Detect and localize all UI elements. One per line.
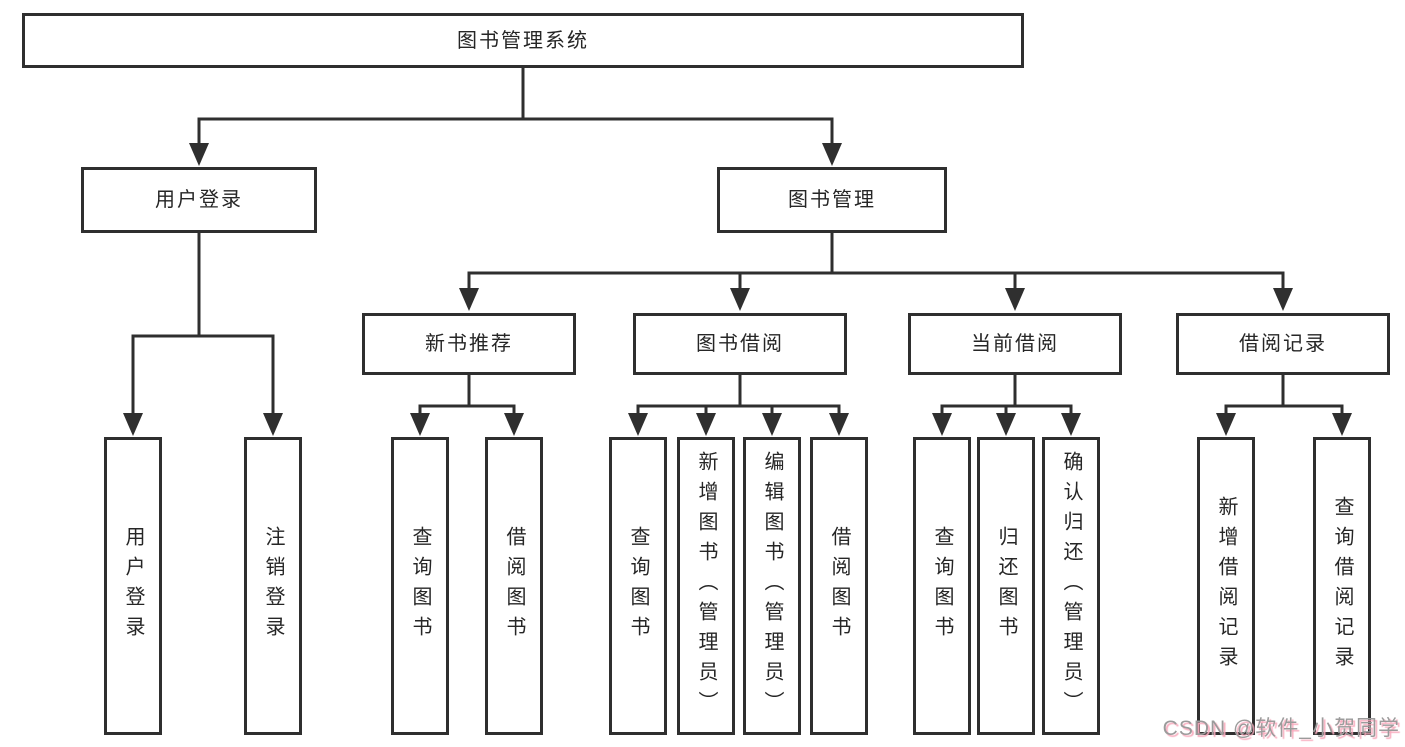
node-book-management: 图书管理	[717, 167, 947, 233]
leaf-edit-book-admin: 编辑图书（管理员）	[743, 437, 801, 735]
node-new-book-recommend: 新书推荐	[362, 313, 576, 375]
leaf-add-book-admin: 新增图书（管理员）	[677, 437, 735, 735]
leaf-confirm-return-admin: 确认归还（管理员）	[1042, 437, 1100, 735]
leaf-user-login: 用户登录	[104, 437, 162, 735]
csdn-watermark: CSDN @软件_小贺同学	[1162, 717, 1400, 740]
leaf-query-book: 查询图书	[609, 437, 667, 735]
leaf-add-borrow-record: 新增借阅记录	[1197, 437, 1255, 735]
leaf-borrow-book: 借阅图书	[485, 437, 543, 735]
leaf-logout-login: 注销登录	[244, 437, 302, 735]
node-book-borrowing: 图书借阅	[633, 313, 847, 375]
node-current-borrowing: 当前借阅	[908, 313, 1122, 375]
arrowheads	[123, 143, 1352, 436]
leaf-borrow-book: 借阅图书	[810, 437, 868, 735]
node-root: 图书管理系统	[22, 13, 1024, 68]
leaf-query-book: 查询图书	[913, 437, 971, 735]
node-borrowing-records: 借阅记录	[1176, 313, 1390, 375]
leaf-query-book: 查询图书	[391, 437, 449, 735]
leaf-query-borrow-record: 查询借阅记录	[1313, 437, 1371, 735]
node-user-login: 用户登录	[81, 167, 317, 233]
leaf-return-book: 归还图书	[977, 437, 1035, 735]
